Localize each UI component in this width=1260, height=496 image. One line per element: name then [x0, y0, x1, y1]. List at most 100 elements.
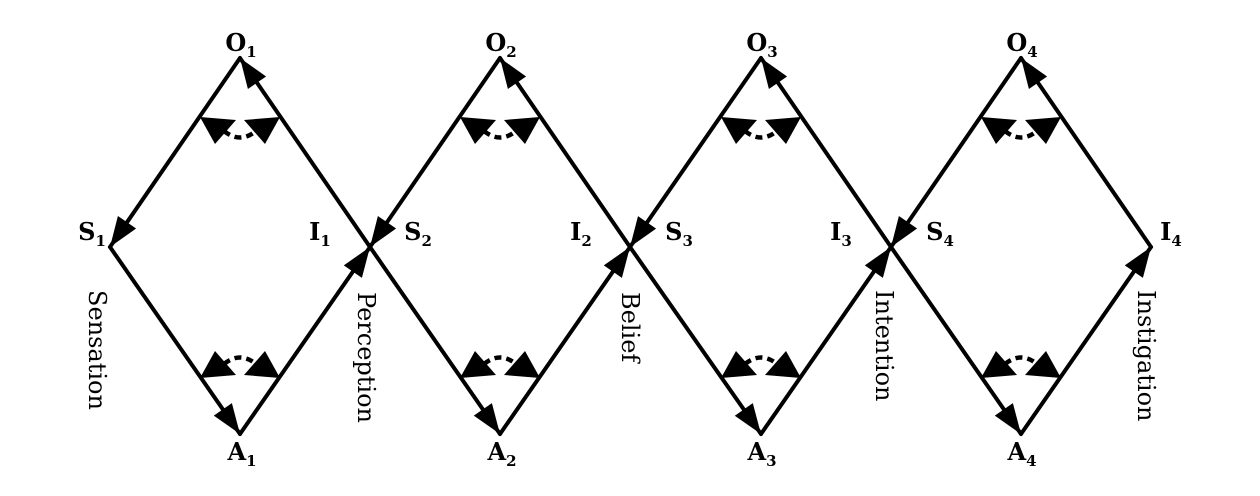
- node-letter: I: [1160, 217, 1172, 246]
- node-label-S3: S3: [665, 217, 693, 249]
- arrowhead-I4-O4-icon: [1021, 58, 1048, 89]
- coupling-dashed-arc: [222, 129, 258, 140]
- coupling-double-arrow-bottom-A3: [721, 351, 801, 378]
- node-subscript: 4: [1027, 42, 1038, 61]
- node-label-A3: A3: [747, 437, 776, 469]
- node-subscript: 4: [1171, 231, 1182, 250]
- node-subscript: 2: [421, 231, 432, 250]
- edge-X3-O3: [759, 56, 893, 249]
- process-label-belief: Belief: [616, 292, 644, 363]
- coupling-dashed-arc: [1003, 129, 1039, 140]
- coupling-double-arrow-bottom-A1: [200, 351, 280, 378]
- node-subscript: 2: [506, 42, 517, 61]
- edge-X3-A4: [889, 245, 1023, 436]
- node-label-S2: S2: [404, 220, 432, 249]
- node-letter: S: [665, 217, 683, 246]
- node-subscript: 3: [841, 231, 852, 250]
- node-subscript: 3: [682, 231, 693, 250]
- coupling-double-arrow-top-O3: [721, 117, 801, 144]
- arrowhead-X2-A3-icon: [734, 403, 761, 434]
- node-subscript: 3: [766, 451, 777, 470]
- arrowhead-O3-X2-icon: [630, 216, 657, 247]
- arrowhead-O1-S1-icon: [110, 216, 137, 247]
- node-label-O3: O3: [746, 28, 777, 60]
- node-label-I1: I1: [309, 217, 331, 249]
- double-arrowhead-right-icon: [765, 351, 801, 378]
- edge-A3-X3: [759, 245, 893, 436]
- arrowhead-X3-A4-icon: [994, 403, 1021, 434]
- node-subscript: 4: [1026, 451, 1037, 470]
- coupling-dashed-arc: [743, 129, 779, 140]
- node-letter: S: [926, 217, 944, 246]
- edge-X1-A2: [368, 245, 502, 436]
- double-arrowhead-left-icon: [200, 117, 236, 144]
- double-arrowhead-left-icon: [721, 351, 757, 378]
- node-subscript: 3: [767, 42, 778, 61]
- node-label-S4: S4: [926, 217, 954, 249]
- double-arrowhead-left-icon: [721, 117, 757, 144]
- node-label-A2: A2: [487, 437, 516, 469]
- process-label-sensation: Sensation: [83, 290, 111, 410]
- node-subscript: 1: [246, 42, 257, 61]
- node-letter: O: [225, 28, 247, 57]
- node-label-O1: O1: [225, 28, 256, 60]
- process-label-instigation: Instigation: [1132, 290, 1160, 422]
- arrowhead-A4-I4-icon: [1124, 247, 1151, 278]
- arrowhead-X2-O2-icon: [500, 58, 527, 89]
- process-label-perception: Perception: [352, 292, 380, 423]
- edge-X2-O2: [498, 56, 632, 249]
- coupling-double-arrow-bottom-A4: [981, 351, 1061, 378]
- coupling-double-arrow-top-O1: [200, 117, 280, 144]
- double-arrowhead-right-icon: [244, 351, 280, 378]
- coupling-dashed-arc: [743, 355, 779, 366]
- coupling-dashed-arc: [482, 129, 518, 140]
- double-arrowhead-right-icon: [244, 117, 280, 144]
- arrowhead-X1-A2-icon: [473, 403, 500, 434]
- node-label-I2: I2: [570, 220, 592, 249]
- coupling-dashed-arc: [482, 355, 518, 366]
- coupling-dashed-arc: [1003, 355, 1039, 366]
- node-subscript: 4: [943, 231, 954, 250]
- double-arrowhead-right-icon: [504, 351, 540, 378]
- edge-I4-O4: [1019, 56, 1153, 249]
- node-label-S1: S1: [78, 220, 106, 249]
- double-arrowhead-left-icon: [981, 351, 1017, 378]
- double-arrowhead-left-icon: [981, 117, 1017, 144]
- double-arrowhead-right-icon: [1025, 351, 1061, 378]
- coupling-double-arrow-top-O2: [460, 117, 540, 144]
- edge-S1-A1: [108, 245, 242, 436]
- arrowhead-A2-X2-icon: [603, 247, 630, 278]
- arrowhead-O2-X1-icon: [370, 216, 397, 247]
- edge-X1-O1: [238, 56, 372, 249]
- double-arrowhead-left-icon: [460, 351, 496, 378]
- node-subscript: 1: [95, 231, 106, 250]
- node-subscript: 2: [506, 451, 517, 470]
- edge-X2-A3: [628, 245, 763, 436]
- edge-A4-I4: [1019, 245, 1153, 436]
- node-letter: I: [830, 217, 842, 246]
- node-letter: I: [309, 217, 321, 246]
- arrowhead-O4-X3-icon: [891, 216, 918, 247]
- edge-A1-X1: [238, 245, 372, 436]
- process-label-intention: Intention: [870, 290, 898, 402]
- coupling-double-arrow-bottom-A2: [460, 351, 540, 378]
- node-letter: A: [487, 437, 507, 466]
- node-letter: A: [227, 437, 247, 466]
- node-letter: A: [1007, 437, 1027, 466]
- arrowhead-S1-A1-icon: [213, 403, 240, 434]
- edge-A2-X2: [498, 245, 632, 436]
- arrowhead-X1-O1-icon: [240, 58, 267, 89]
- node-label-A1: A1: [227, 437, 256, 469]
- node-letter: O: [746, 28, 768, 57]
- node-subscript: 2: [581, 231, 592, 250]
- node-letter: O: [1006, 28, 1028, 57]
- double-arrowhead-left-icon: [460, 117, 496, 144]
- node-letter: A: [747, 437, 767, 466]
- double-arrowhead-right-icon: [504, 117, 540, 144]
- coupling-dashed-arc: [222, 355, 258, 366]
- arrowhead-X3-O3-icon: [761, 58, 788, 89]
- edge-O1-S1: [108, 56, 242, 249]
- edge-O4-X3: [889, 56, 1023, 249]
- arrowhead-A3-X3-icon: [864, 247, 891, 278]
